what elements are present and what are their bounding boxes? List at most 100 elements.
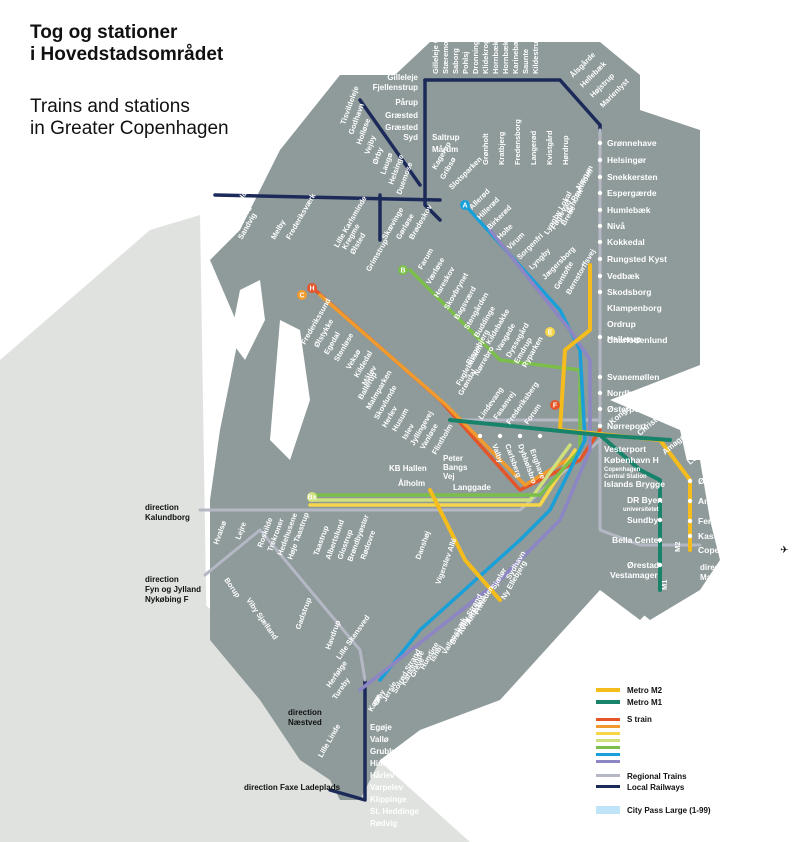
station-label: Hårlev bbox=[370, 771, 395, 780]
direction-malmo-1: direction bbox=[700, 563, 734, 572]
station-label: Kastrup bbox=[698, 531, 730, 541]
station-label: Peter bbox=[443, 454, 463, 463]
direction-malmo: direction Malmö bbox=[700, 563, 734, 582]
station-label: Fredensborg bbox=[513, 119, 522, 165]
station-label: Snekkersten bbox=[607, 172, 658, 182]
station-label: universitetet bbox=[623, 507, 659, 513]
title-danish: Tog og stationer i Hovedstadsområdet bbox=[30, 22, 223, 66]
station-label: Kokkedal bbox=[607, 237, 645, 247]
direction-fyn-2: Fyn og Jylland bbox=[145, 585, 201, 594]
station-label: Saunte bbox=[521, 49, 530, 74]
station-label: Amager Strand bbox=[698, 496, 759, 506]
station-label: Hornbæk bbox=[501, 40, 510, 74]
station-label: Klampenborg bbox=[607, 303, 662, 313]
title-english-line-1: Trains and stations bbox=[30, 96, 190, 117]
badge-c-label: C bbox=[299, 293, 304, 300]
station-label: Græsted bbox=[385, 123, 418, 132]
legend-metro-m1: Metro M1 bbox=[627, 698, 663, 707]
station-label: Islands Brygge bbox=[604, 479, 665, 489]
legend-s-train: S train bbox=[627, 715, 652, 724]
labels-koge-south: Egøje Vallø Grubbeholm Himlingøje Hårlev… bbox=[370, 723, 419, 828]
station-label: Charlottenlund bbox=[607, 335, 667, 345]
station-label: Ordrup bbox=[607, 319, 636, 329]
station-label: Saborg bbox=[451, 48, 460, 74]
direction-fyn-1: direction bbox=[145, 575, 179, 584]
badge-b bbox=[398, 265, 408, 275]
station-label: Vej bbox=[443, 472, 455, 481]
direction-malmo-2: Malmö bbox=[700, 573, 725, 582]
badge-bx bbox=[307, 492, 317, 502]
station-label: Vestamager bbox=[610, 570, 658, 580]
station-label: Hornbæk Sand bbox=[491, 20, 500, 74]
labels-right: Grønnehave Helsingør Snekkersten Espergæ… bbox=[604, 138, 667, 580]
station-label: Saltrup bbox=[432, 133, 460, 142]
station-label: Helsingør bbox=[607, 155, 647, 165]
station-label: Græsted bbox=[385, 111, 418, 120]
station-label: Øresund bbox=[698, 476, 733, 486]
badge-e bbox=[545, 327, 555, 337]
station-label: St. Heddinge bbox=[370, 807, 419, 816]
legend-metro-m2: Metro M2 bbox=[627, 686, 663, 695]
station-label: Fjellenstrup bbox=[373, 83, 418, 92]
station-dots bbox=[477, 140, 693, 568]
station-label: Pohlsj bbox=[461, 51, 470, 74]
station-label: Hørdrup bbox=[561, 135, 570, 165]
station-label: Nordhavn bbox=[607, 388, 647, 398]
labels-metro: M2 M1 bbox=[660, 542, 682, 590]
badge-e-label: E bbox=[548, 330, 553, 337]
station-label: Espergærde bbox=[607, 188, 657, 198]
station-label: Klidekrog bbox=[481, 39, 490, 74]
station-label: Karinebæk bbox=[511, 34, 520, 74]
station-label: Bella Center bbox=[612, 535, 662, 545]
station-label: Pårup bbox=[395, 98, 418, 107]
local-railways bbox=[213, 78, 602, 802]
badge-a-label: A bbox=[462, 203, 467, 210]
station-label: Rødvig bbox=[370, 819, 397, 828]
badge-bx-label: Bx bbox=[308, 495, 317, 502]
station-label: Klippinge bbox=[370, 795, 407, 804]
airplane-icon: ✈ bbox=[780, 545, 788, 556]
station-label: Ørestad bbox=[627, 560, 659, 570]
direction-fyn-3: Nykøbing F bbox=[145, 595, 189, 604]
station-label: Svanemøllen bbox=[607, 372, 659, 382]
badge-a bbox=[460, 200, 470, 210]
fjord-roskilde bbox=[270, 320, 310, 460]
station-label: Ålholm bbox=[398, 479, 425, 488]
legend-regional: Regional Trains bbox=[627, 772, 687, 781]
labels-gilleleje: Gilleleje Fjellenstrup Pårup Græsted Græ… bbox=[373, 73, 419, 142]
s-train-lines bbox=[308, 203, 602, 692]
station-label: Central Station bbox=[604, 474, 647, 480]
station-label: Nivå bbox=[607, 221, 625, 231]
amager-area bbox=[580, 460, 720, 620]
badge-c bbox=[297, 290, 307, 300]
station-label: Grønnehave bbox=[607, 138, 657, 148]
direction-kalundborg-2: Kalundborg bbox=[145, 513, 190, 522]
station-label: Skodsborg bbox=[607, 287, 651, 297]
station-label: Gilleleje Øst bbox=[431, 30, 440, 74]
title-danish-line-2: i Hovedstadsområdet bbox=[30, 44, 224, 65]
badge-h bbox=[307, 283, 317, 293]
badge-f bbox=[550, 400, 560, 410]
station-label: Vedbæk bbox=[607, 271, 640, 281]
station-label: Copenhagen Airport bbox=[698, 545, 780, 555]
station-label: Vallø bbox=[370, 735, 389, 744]
direction-naestved-1: direction bbox=[288, 708, 322, 717]
station-label: Langerød bbox=[529, 130, 538, 165]
station-label: KB Hallen bbox=[389, 464, 427, 473]
title-danish-line-1: Tog og stationer bbox=[30, 22, 178, 43]
station-label: Grubbeholm bbox=[370, 747, 418, 756]
legend-city-pass: City Pass Large (1-99) bbox=[627, 806, 711, 815]
labels-gilleleje-2: Saltrup Mårum bbox=[432, 133, 460, 154]
station-label: Nørreport bbox=[607, 421, 646, 431]
station-label: Dronningmølle bbox=[471, 21, 480, 74]
station-label: Femøren bbox=[698, 516, 734, 526]
station-label: Syd bbox=[403, 133, 418, 142]
legend-local: Local Railways bbox=[627, 783, 685, 792]
station-hellerup: Hellerup bbox=[607, 334, 641, 344]
labels-airport: Øresund Amager Strand Femøren Kastrup Co… bbox=[698, 476, 780, 555]
station-label: DR Byen bbox=[627, 495, 662, 505]
station-label: Bangs bbox=[443, 463, 468, 472]
direction-faxe: direction Faxe Ladeplads bbox=[244, 783, 341, 792]
station-label: Egøje bbox=[370, 723, 392, 732]
